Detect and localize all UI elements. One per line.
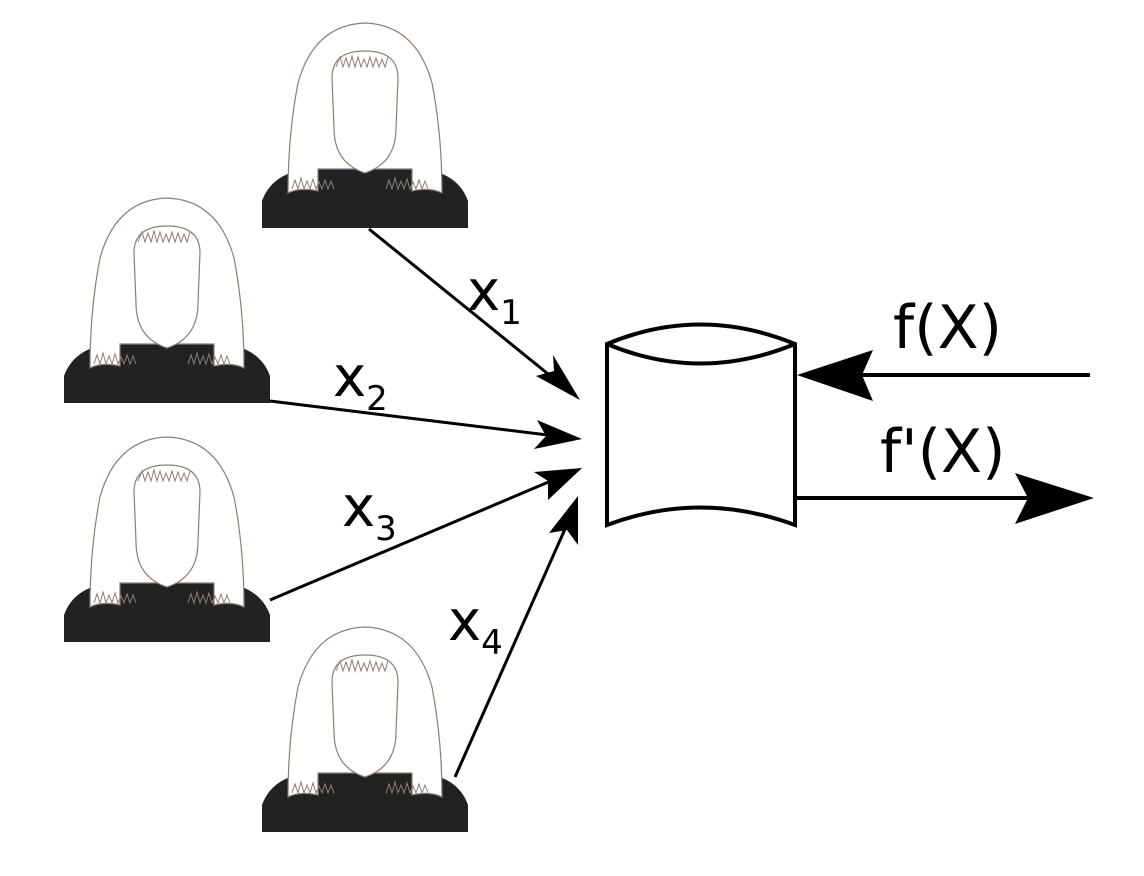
answer-arrow <box>795 473 1094 524</box>
answer-label: f'(X) <box>880 417 1006 487</box>
label-x1: x1 <box>467 259 522 333</box>
label-x3: x3 <box>342 475 397 549</box>
user-2-icon <box>63 197 271 404</box>
query-label: f(X) <box>893 293 1002 363</box>
label-x4: x4 <box>448 589 503 663</box>
arrow-x2 <box>269 399 582 449</box>
user-4-icon <box>261 626 469 833</box>
user-1-icon <box>261 22 469 229</box>
user-3-icon <box>63 436 271 643</box>
database-icon <box>605 322 797 528</box>
arrow-x3 <box>269 468 582 602</box>
arrow-x4 <box>453 496 578 778</box>
query-arrow <box>797 350 1090 401</box>
arrow-x1 <box>368 227 580 400</box>
label-x2: x2 <box>333 345 388 419</box>
